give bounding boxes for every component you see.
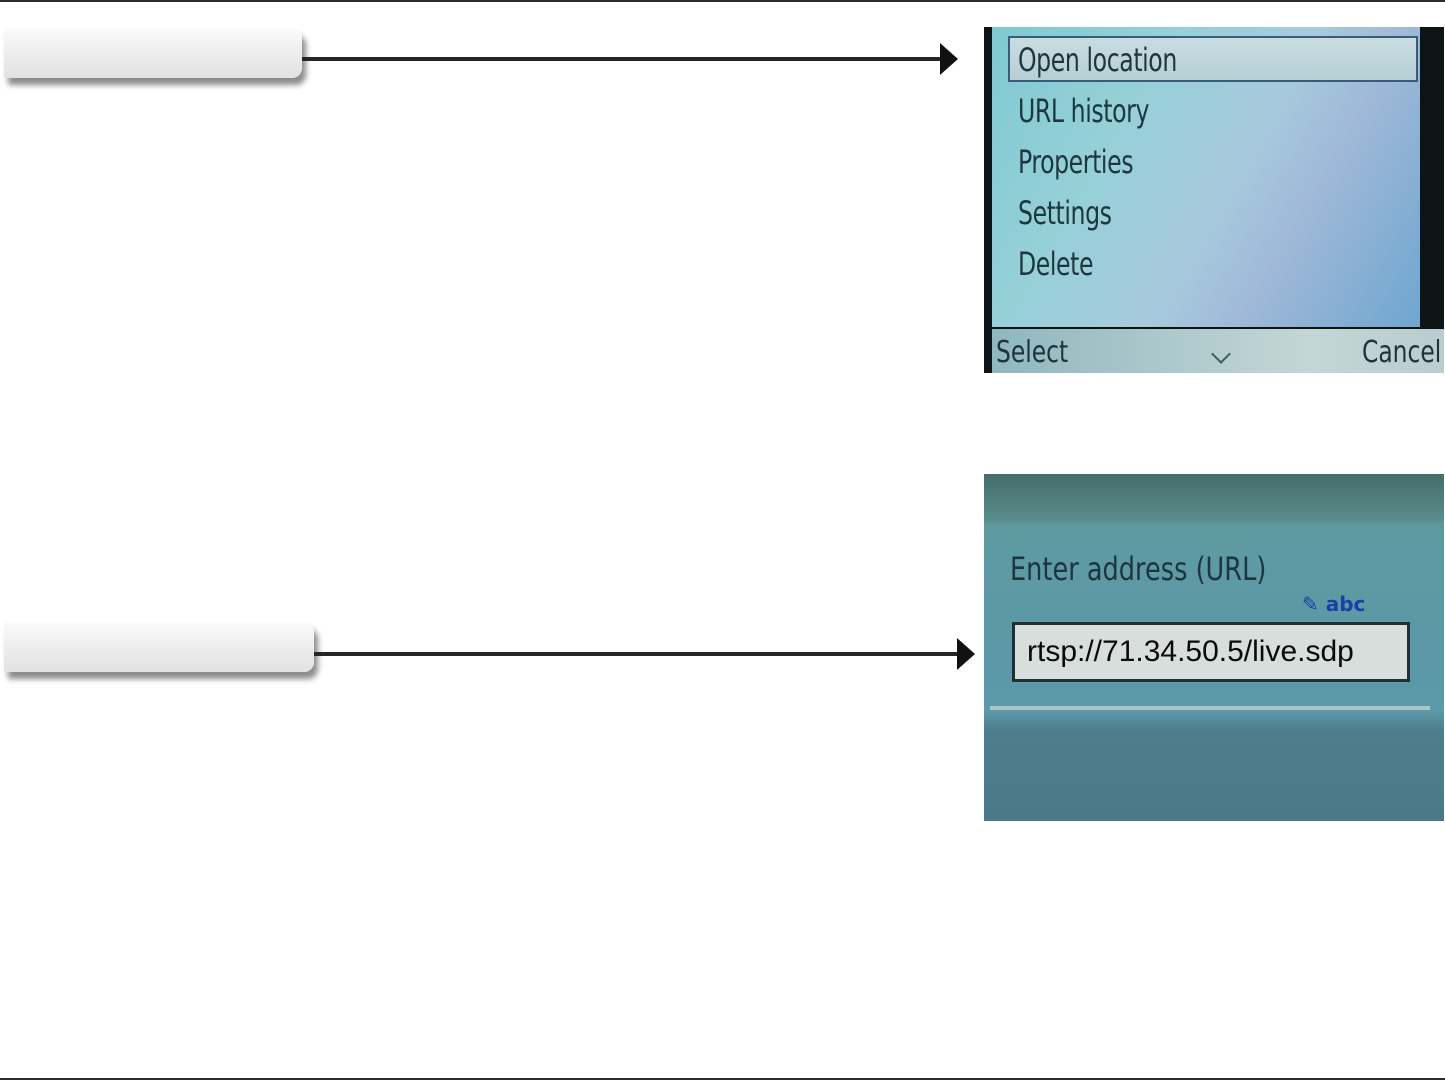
menu-item-settings[interactable]: Settings [1018,194,1112,232]
phone-url-entry-screenshot: Enter address (URL) ✎ abc rtsp://71.34.5… [984,474,1444,821]
top-rule [0,0,1445,2]
address-prompt-label: Enter address (URL) [1010,550,1267,588]
bottom-rule [0,1078,1445,1080]
menu-item-delete[interactable]: Delete [1018,245,1094,283]
menu-item-open-location[interactable]: Open location [1018,41,1177,79]
url-input-value: rtsp://71.34.50.5/live.sdp [1027,635,1354,668]
input-mode-text: abc [1325,592,1366,616]
arrow-right-icon [314,638,975,670]
softkey-bar: Select Cancel [992,329,1444,373]
menu-item-properties[interactable]: Properties [1018,143,1134,181]
url-input[interactable]: rtsp://71.34.50.5/live.sdp [1012,622,1410,682]
menu-list: Open location URL history Properties Set… [992,27,1420,327]
arrow-right-icon [302,43,958,75]
menu-item-url-history[interactable]: URL history [1018,92,1149,130]
status-band [984,474,1444,522]
callout-box-1 [4,28,302,78]
chevron-down-icon [1211,344,1231,364]
phone-menu-screenshot: Open location URL history Properties Set… [984,27,1444,373]
divider [990,706,1430,710]
input-mode-indicator: ✎ abc [1302,592,1365,616]
cancel-softkey[interactable]: Cancel [1362,335,1442,370]
menu-selection-highlight [1008,36,1418,82]
pen-icon: ✎ [1302,592,1326,616]
select-softkey[interactable]: Select [996,335,1069,370]
callout-box-2 [4,622,314,672]
